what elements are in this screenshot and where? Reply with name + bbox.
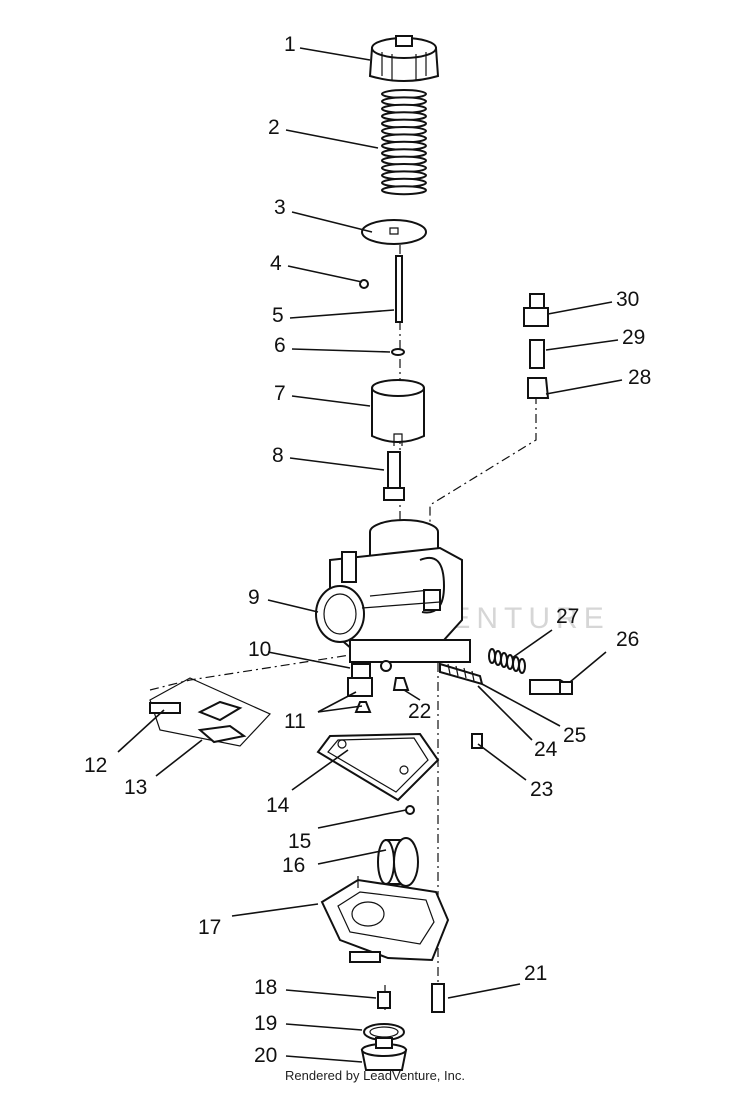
callout-6: 6 xyxy=(274,334,286,357)
leader-line-25 xyxy=(481,683,561,727)
part-float-bowl-gasket xyxy=(316,732,440,802)
part-cable-adjuster xyxy=(523,293,550,399)
part-slide xyxy=(371,379,425,446)
callout-28: 28 xyxy=(628,366,651,389)
part-float xyxy=(377,837,419,887)
part-choke-plate xyxy=(149,677,272,747)
callout-27: 27 xyxy=(556,605,579,628)
callout-9: 9 xyxy=(248,586,260,609)
leader-line-21 xyxy=(447,983,521,999)
callout-1: 1 xyxy=(284,33,296,56)
leader-line-10 xyxy=(267,651,351,669)
part-float-bowl xyxy=(320,876,450,963)
leader-line-19 xyxy=(285,1023,363,1031)
callout-12: 12 xyxy=(84,754,107,777)
leader-line-16 xyxy=(317,849,387,865)
part-carburetor-body xyxy=(315,519,471,663)
part-throttle-spring xyxy=(488,648,526,674)
leader-line-7 xyxy=(291,395,371,407)
callout-24: 24 xyxy=(534,738,558,761)
part-needle-jet xyxy=(383,451,405,501)
leader-line-27 xyxy=(511,629,553,659)
part-drain-plug xyxy=(360,1037,408,1071)
callout-17: 17 xyxy=(198,916,221,939)
callout-26: 26 xyxy=(616,628,639,651)
leader-line-15 xyxy=(317,809,407,829)
leader-line-18 xyxy=(285,989,377,999)
leader-line-9 xyxy=(267,599,319,613)
part-pilot-screw xyxy=(439,662,484,686)
callout-15: 15 xyxy=(288,830,311,853)
callout-8: 8 xyxy=(272,444,284,467)
callout-29: 29 xyxy=(622,326,645,349)
part-cap xyxy=(368,35,440,82)
leader-line-28 xyxy=(545,379,623,395)
leader-line-22 xyxy=(403,689,421,701)
callout-labels: 1234567891011121314151617181920212223242… xyxy=(84,33,651,1067)
part-screw xyxy=(431,983,445,1013)
leader-line-26 xyxy=(569,651,607,683)
callout-10: 10 xyxy=(248,638,271,661)
callout-23: 23 xyxy=(530,778,553,801)
callout-30: 30 xyxy=(616,288,639,311)
leader-line-17 xyxy=(231,903,319,917)
leader-line-20 xyxy=(285,1055,363,1063)
callout-7: 7 xyxy=(274,382,286,405)
callout-18: 18 xyxy=(254,976,277,999)
leader-line-6 xyxy=(291,348,391,353)
leader-line-8 xyxy=(289,457,385,471)
callout-2: 2 xyxy=(268,116,280,139)
part-main-jet xyxy=(354,701,372,713)
leader-line-23 xyxy=(477,743,527,781)
leader-line-29 xyxy=(545,339,619,351)
leader-line-2 xyxy=(285,129,379,149)
footer-credit: Rendered by LeadVenture, Inc. xyxy=(285,1068,465,1083)
part-drain-jet xyxy=(377,991,391,1009)
leader-line-24 xyxy=(477,685,533,741)
leader-line-30 xyxy=(547,301,613,315)
callout-22: 22 xyxy=(408,700,431,723)
callout-4: 4 xyxy=(270,252,282,275)
callout-16: 16 xyxy=(282,854,305,877)
leader-line-5 xyxy=(289,309,395,319)
leader-line-4 xyxy=(287,265,363,283)
leader-line-3 xyxy=(291,211,373,233)
part-washer xyxy=(391,348,405,356)
axis-28-30 xyxy=(429,395,537,560)
leader-line-13 xyxy=(155,739,203,777)
leader-line-11 xyxy=(317,691,357,713)
leader-line-11-b xyxy=(317,705,363,713)
part-spring xyxy=(381,89,427,196)
part-needle-valve xyxy=(392,677,410,691)
part-needle xyxy=(395,255,403,323)
part-throttle-stop-screw xyxy=(529,679,573,695)
callout-13: 13 xyxy=(124,776,147,799)
callout-21: 21 xyxy=(524,962,547,985)
part-plate xyxy=(361,219,427,245)
part-pilot-jet xyxy=(347,663,373,697)
callout-14: 14 xyxy=(266,794,290,817)
leader-line-12 xyxy=(117,709,165,753)
callout-20: 20 xyxy=(254,1044,277,1067)
leader-line-14 xyxy=(291,749,349,791)
leader-line-1 xyxy=(299,47,371,61)
callout-3: 3 xyxy=(274,196,286,219)
part-float-pin xyxy=(405,805,415,815)
callout-25: 25 xyxy=(563,724,586,747)
leader-lines xyxy=(117,47,623,1063)
callout-5: 5 xyxy=(272,304,284,327)
part-bowl-screw xyxy=(471,733,483,749)
callout-11: 11 xyxy=(284,710,306,733)
callout-19: 19 xyxy=(254,1012,277,1035)
axis-12 xyxy=(149,654,351,691)
